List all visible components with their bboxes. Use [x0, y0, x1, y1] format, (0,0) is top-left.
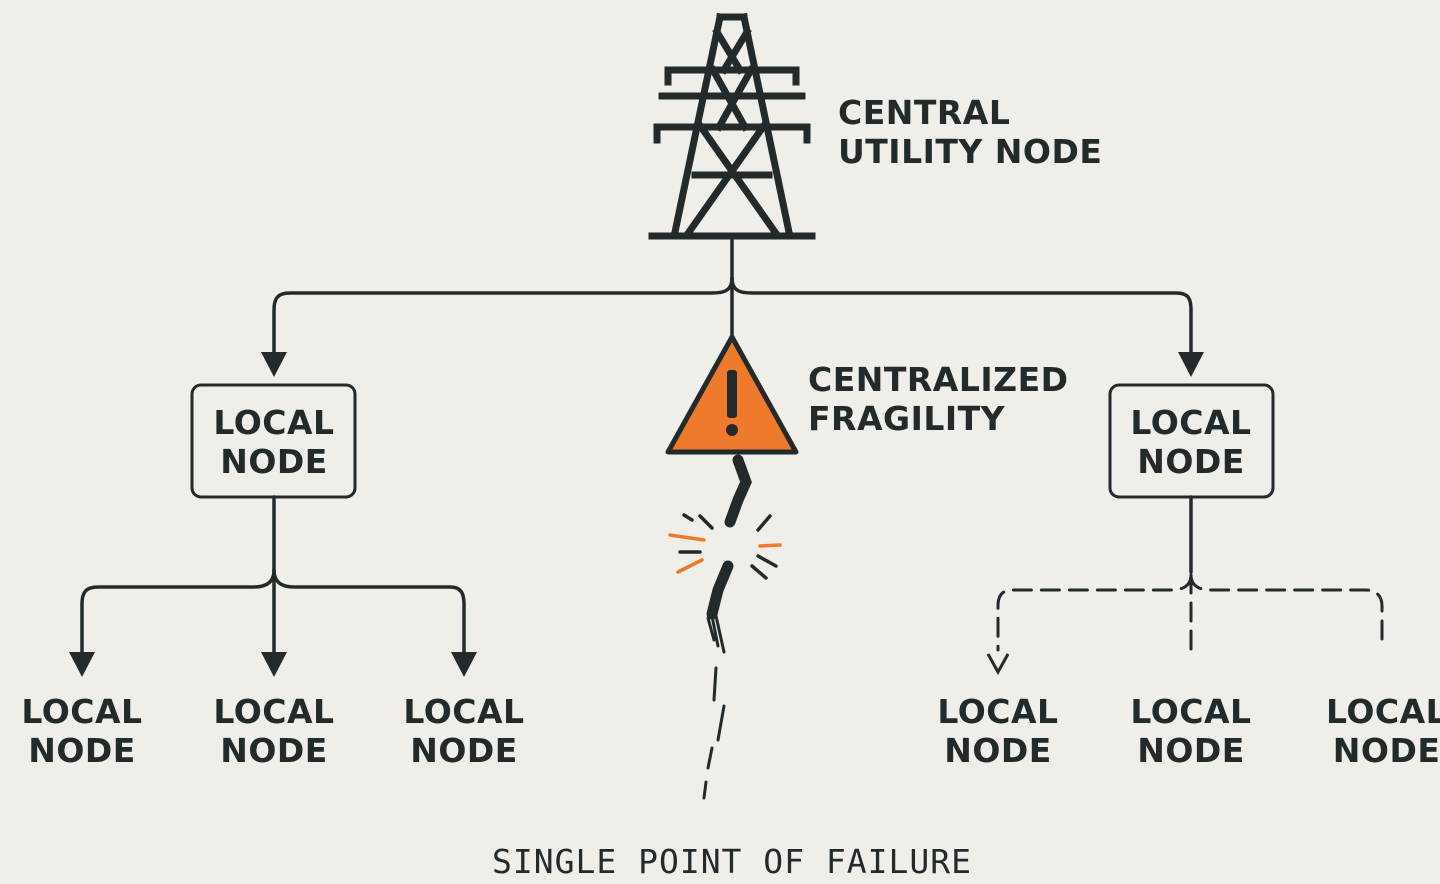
- local-node-leaf-6: LOCAL NODE: [1326, 692, 1440, 770]
- warning-triangle-icon: [665, 334, 799, 455]
- local-node-box-left: [190, 383, 357, 499]
- local-node-box-right: [1108, 383, 1275, 499]
- local-node-leaf-5: LOCAL NODE: [1130, 692, 1252, 770]
- dashed-arrowhead-icon: [986, 653, 1010, 676]
- fragility-line-1: CENTRALIZED: [808, 360, 1069, 399]
- central-utility-node-label: CENTRAL UTILITY NODE: [838, 93, 1102, 171]
- local-node-leaf-4: LOCAL NODE: [937, 692, 1059, 770]
- single-point-of-failure-caption: SINGLE POINT OF FAILURE: [492, 842, 972, 881]
- central-line-2: UTILITY NODE: [838, 132, 1103, 171]
- central-line-1: CENTRAL: [838, 93, 1011, 132]
- local-node-leaf-2: LOCAL NODE: [213, 692, 335, 770]
- local-node-left-label: LOCAL NODE: [213, 403, 335, 481]
- local-node-leaf-1: LOCAL NODE: [21, 692, 143, 770]
- connector-lines: [80, 238, 1193, 654]
- spark-icon: [668, 513, 782, 580]
- broken-wire-icon: [702, 454, 752, 800]
- fragility-line-2: FRAGILITY: [808, 399, 1006, 438]
- transmission-tower-icon: [648, 12, 816, 240]
- local-node-leaf-3: LOCAL NODE: [403, 692, 525, 770]
- centralized-fragility-label: CENTRALIZED FRAGILITY: [808, 360, 1069, 438]
- local-node-right-label: LOCAL NODE: [1130, 403, 1252, 481]
- arrowhead-icon: [69, 352, 1204, 677]
- broken-connections: [996, 573, 1384, 654]
